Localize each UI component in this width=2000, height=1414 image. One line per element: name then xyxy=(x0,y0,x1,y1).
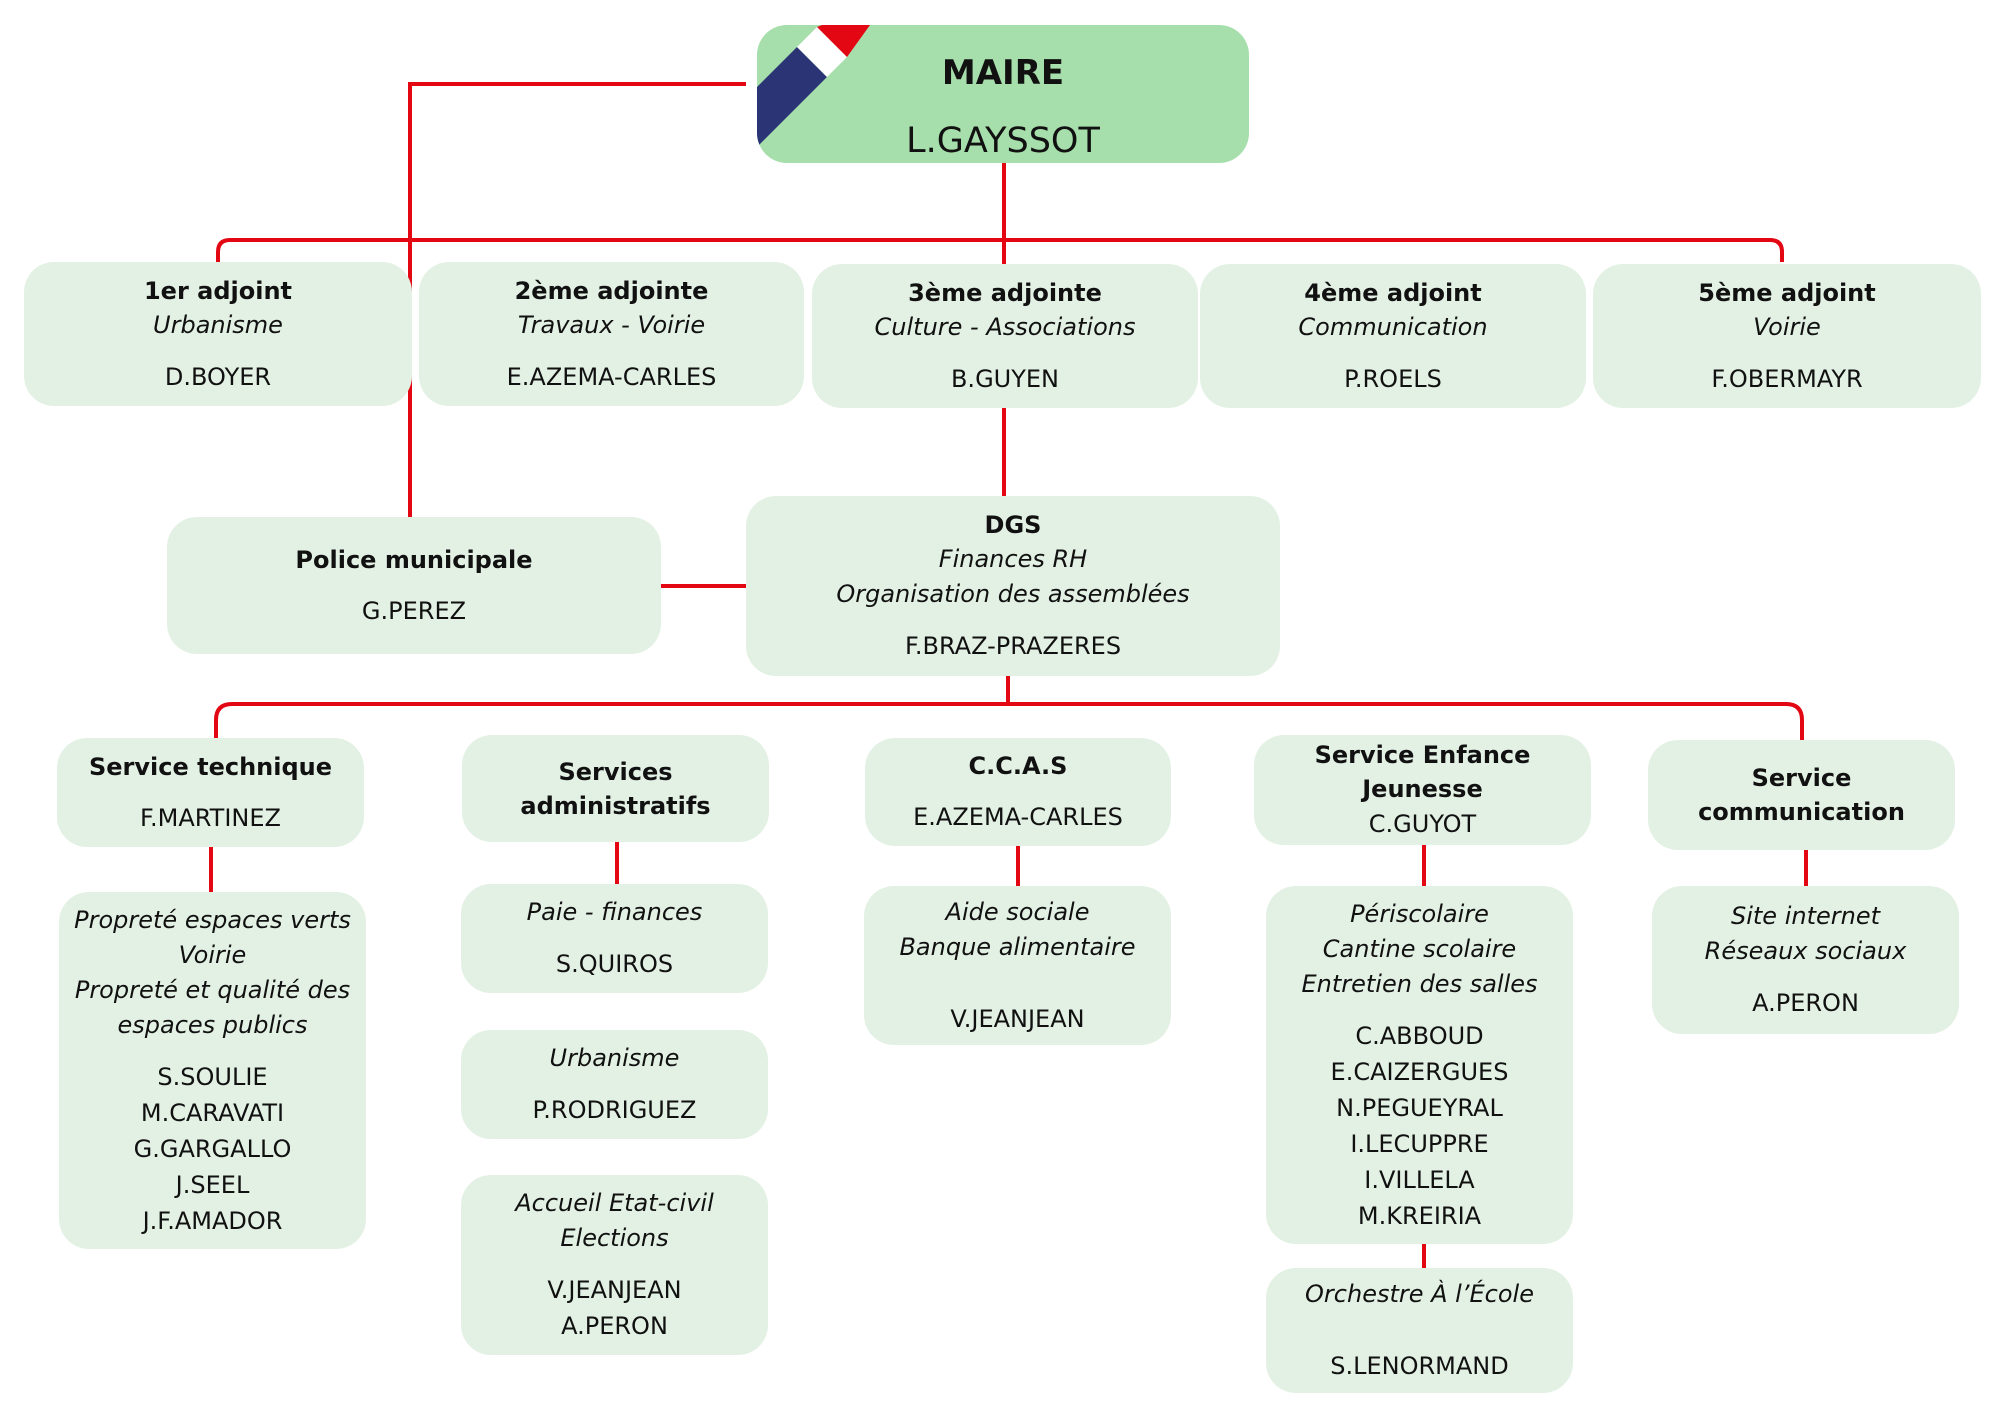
dgs-role: Finances RH xyxy=(938,545,1088,573)
team-role: Réseaux sociaux xyxy=(1704,937,1907,965)
deputy-title: 4ème adjoint xyxy=(1304,278,1482,307)
deputy-title: 1er adjoint xyxy=(143,276,293,305)
team-member: J.SEEL xyxy=(175,1170,250,1199)
team-role: Paie - finances xyxy=(526,898,703,926)
service-title: Services xyxy=(558,757,673,786)
team-role: Site internet xyxy=(1730,902,1880,930)
mayor-box: MAIRE L.GAYSSOT xyxy=(757,25,1249,163)
service-admin-box: Services administratifs xyxy=(462,735,769,842)
team-member: S.LENORMAND xyxy=(1330,1352,1509,1380)
police-name: G.PEREZ xyxy=(361,596,467,625)
team-member: I.LECUPPRE xyxy=(1350,1129,1489,1158)
connector-services-bus xyxy=(214,702,1804,740)
team-role: Propreté espaces verts xyxy=(74,905,351,934)
deputy-5-box: 5ème adjoint Voirie F.OBERMAYR xyxy=(1593,264,1981,408)
deputy-role: Communication xyxy=(1298,312,1488,341)
deputy-title: 3ème adjointe xyxy=(908,278,1102,307)
team-role: Accueil Etat-civil xyxy=(515,1189,714,1217)
team-member: V.JEANJEAN xyxy=(950,1004,1085,1033)
team-communication-box: Site internet Réseaux sociaux A.PERON xyxy=(1652,886,1959,1034)
team-member: P.RODRIGUEZ xyxy=(532,1096,697,1124)
service-title: administratifs xyxy=(520,791,711,820)
mayor-title: MAIRE xyxy=(941,53,1065,93)
deputy-role: Culture - Associations xyxy=(874,312,1136,341)
service-ccas-box: C.C.A.S E.AZEMA-CARLES xyxy=(865,738,1171,846)
team-enfance-box: Périscolaire Cantine scolaire Entretien … xyxy=(1266,886,1573,1244)
deputy-title: 2ème adjointe xyxy=(514,276,709,305)
team-role: Cantine scolaire xyxy=(1322,934,1517,963)
team-member: A.PERON xyxy=(561,1312,668,1340)
team-member: J.F.AMADOR xyxy=(142,1206,283,1235)
deputy-title: 5ème adjoint xyxy=(1698,278,1876,307)
service-head: C.GUYOT xyxy=(1368,810,1477,838)
dgs-box: DGS Finances RH Organisation des assembl… xyxy=(746,496,1280,676)
deputy-4-box: 4ème adjoint Communication P.ROELS xyxy=(1200,264,1586,408)
dgs-role: Organisation des assemblées xyxy=(836,580,1190,608)
connector-deputies-bus xyxy=(216,238,1784,262)
dgs-name: F.BRAZ-PRAZERES xyxy=(904,632,1122,660)
police-title: Police municipale xyxy=(295,545,533,574)
team-member: A.PERON xyxy=(1752,989,1859,1017)
deputy-role: Travaux - Voirie xyxy=(517,310,706,339)
team-role: espaces publics xyxy=(117,1010,308,1039)
deputy-2-box: 2ème adjointe Travaux - Voirie E.AZEMA-C… xyxy=(419,262,804,406)
team-member: G.GARGALLO xyxy=(133,1134,292,1163)
team-role: Elections xyxy=(560,1224,669,1252)
team-member: S.QUIROS xyxy=(555,950,674,978)
team-orchestre-box: Orchestre À l’École S.LENORMAND xyxy=(1266,1268,1573,1393)
deputy-1-box: 1er adjoint Urbanisme D.BOYER xyxy=(24,262,412,406)
deputy-role: Voirie xyxy=(1753,312,1821,341)
team-technique-box: Propreté espaces verts Voirie Propreté e… xyxy=(59,892,366,1249)
service-title: communication xyxy=(1698,798,1905,826)
service-title: Service technique xyxy=(88,752,333,781)
deputy-name: E.AZEMA-CARLES xyxy=(506,362,717,391)
team-role: Urbanisme xyxy=(549,1044,680,1072)
service-title: Service Enfance Jeunesse xyxy=(1314,741,1531,803)
service-head: E.AZEMA-CARLES xyxy=(913,803,1123,831)
service-communication-box: Service communication xyxy=(1648,740,1955,850)
team-member: M.CARAVATI xyxy=(140,1098,285,1127)
deputy-role: Urbanisme xyxy=(153,310,283,339)
deputy-name: D.BOYER xyxy=(164,362,272,391)
deputy-name: P.ROELS xyxy=(1344,364,1442,393)
team-accueil-box: Accueil Etat-civil Elections V.JEANJEAN … xyxy=(461,1175,768,1355)
team-role: Orchestre À l’École xyxy=(1305,1280,1534,1308)
deputy-name: B.GUYEN xyxy=(950,364,1060,393)
team-ccas-box: Aide sociale Banque alimentaire V.JEANJE… xyxy=(864,886,1171,1045)
team-role: Voirie xyxy=(178,940,247,969)
team-member: N.PEGUEYRAL xyxy=(1336,1093,1503,1122)
team-role: Périscolaire xyxy=(1350,899,1489,928)
french-flag-icon xyxy=(757,25,870,147)
mayor-name: L.GAYSSOT xyxy=(906,121,1100,161)
team-role: Entretien des salles xyxy=(1301,969,1538,998)
team-urbanisme-box: Urbanisme P.RODRIGUEZ xyxy=(461,1030,768,1139)
police-box: Police municipale G.PEREZ xyxy=(167,517,661,654)
team-paie-box: Paie - finances S.QUIROS xyxy=(461,884,768,993)
team-role: Banque alimentaire xyxy=(899,932,1136,961)
team-member: V.JEANJEAN xyxy=(547,1276,682,1304)
team-member: E.CAIZERGUES xyxy=(1330,1057,1509,1086)
service-enfance-box: Service Enfance Jeunesse C.GUYOT xyxy=(1254,735,1591,845)
dgs-title: DGS xyxy=(984,511,1042,539)
deputy-3-box: 3ème adjointe Culture - Associations B.G… xyxy=(812,264,1198,408)
team-member: S.SOULIE xyxy=(157,1062,268,1091)
service-title: C.C.A.S xyxy=(968,752,1068,780)
team-role: Propreté et qualité des xyxy=(74,975,351,1004)
team-member: M.KREIRIA xyxy=(1357,1201,1482,1230)
team-role: Aide sociale xyxy=(945,897,1090,926)
team-member: C.ABBOUD xyxy=(1355,1021,1484,1050)
service-technique-box: Service technique F.MARTINEZ xyxy=(57,738,364,847)
service-title: Service xyxy=(1751,764,1852,792)
deputy-name: F.OBERMAYR xyxy=(1711,364,1863,393)
team-member: I.VILLELA xyxy=(1364,1165,1475,1194)
service-head: F.MARTINEZ xyxy=(140,803,281,832)
